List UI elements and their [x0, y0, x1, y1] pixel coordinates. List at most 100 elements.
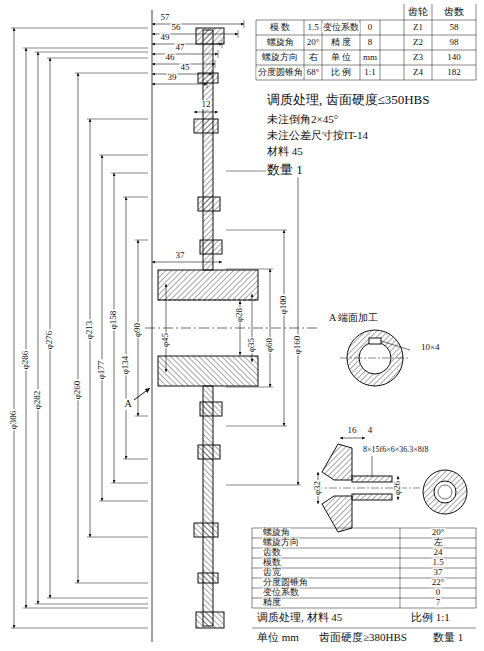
dimension-label: 46	[165, 53, 176, 62]
extension-line	[304, 20, 305, 80]
dimension-label: φ134	[121, 355, 130, 376]
dimension-label: φ286	[21, 350, 30, 371]
dimension-label: 37	[175, 251, 186, 260]
dimension-label: 57	[160, 13, 171, 22]
table-cell: 左	[433, 538, 444, 547]
dimension-line	[38, 52, 39, 604]
extension-line	[256, 20, 476, 21]
extension-line	[252, 628, 476, 629]
dimension-label: φ213	[85, 320, 94, 341]
table-cell: 1:1	[363, 68, 377, 77]
center-line	[145, 328, 320, 329]
section-arrow	[134, 388, 150, 400]
dimension-label: φ45	[161, 332, 170, 348]
table-cell: 98	[449, 38, 460, 47]
extension-line	[404, 4, 405, 20]
table-cell: 8	[367, 38, 374, 47]
note-text: 齿面硬度≥380HBS	[318, 632, 408, 644]
dimension-line	[26, 48, 27, 608]
extension-line	[226, 426, 287, 427]
dimension-label: 16	[347, 426, 358, 435]
note-text: 比例 1:1	[410, 612, 451, 624]
table-cell: 齿宽	[262, 568, 282, 577]
table-cell: 螺旋角	[266, 38, 295, 47]
table-cell: 1.5	[306, 23, 319, 32]
extension-line	[226, 485, 301, 486]
table-cell: 模数	[262, 558, 282, 567]
extension-line	[87, 119, 148, 120]
table-cell: 变位系数	[262, 588, 300, 597]
extension-line	[75, 583, 148, 584]
dimension-line	[166, 284, 167, 372]
dimension-line	[78, 73, 79, 583]
dimension-line	[152, 44, 222, 45]
extension-line	[87, 537, 148, 538]
extension-line	[35, 604, 148, 605]
dimension-label: 12	[201, 100, 212, 109]
extension-line	[226, 269, 273, 270]
table-cell: 24	[433, 548, 444, 557]
table-cell: 182	[446, 68, 462, 77]
note-text: A 端面加工	[328, 313, 379, 324]
table-cell: 20°	[431, 528, 446, 537]
dimension-line	[50, 58, 51, 598]
dimension-label: φ282	[33, 390, 42, 411]
table-cell: Z3	[412, 53, 424, 62]
extension-line	[135, 240, 148, 241]
table-cell: 螺旋角	[262, 528, 291, 537]
table-cell: 58	[449, 23, 460, 32]
dimension-label: 4	[367, 426, 374, 435]
extension-line	[252, 608, 476, 609]
extension-line	[123, 197, 148, 198]
dimension-line	[152, 54, 218, 55]
note-text: 单位 mm	[256, 632, 300, 644]
extension-line	[47, 58, 148, 59]
dimension-label: φ90	[133, 322, 142, 338]
extension-line	[244, 20, 245, 28]
dimension-label: 10×4	[420, 343, 441, 352]
note-text: 材料 45	[266, 146, 304, 158]
table-cell: 22°	[431, 578, 446, 587]
dimension-line	[270, 269, 271, 387]
table-cell: mm	[362, 53, 378, 62]
extension-line	[256, 65, 476, 66]
extension-line	[476, 4, 477, 20]
extension-line	[11, 28, 148, 29]
dimension-line	[152, 84, 207, 85]
table-cell: 1.5	[431, 558, 444, 567]
dimension-label: φ276	[45, 330, 54, 351]
extension-line	[207, 80, 208, 88]
dimension-line	[102, 155, 103, 501]
note-text: 未注倒角2×45°	[266, 114, 339, 126]
dimension-label: φ177	[97, 360, 106, 381]
extension-line	[252, 528, 253, 608]
dimension-label: φ26	[393, 480, 402, 496]
table-cell: 7	[435, 598, 442, 607]
dimension-label: φ28	[235, 307, 244, 323]
bore-line	[158, 300, 258, 301]
table-cell: 68°	[306, 68, 321, 77]
pinion-section	[315, 438, 467, 532]
note-text: 调质处理, 齿面硬度≤350HBS	[266, 93, 430, 107]
extension-line	[226, 387, 273, 388]
dimension-label: φ160	[293, 335, 302, 356]
table-cell: 比 例	[330, 68, 352, 77]
dimension-label: A	[123, 399, 132, 410]
table-cell: Z1	[412, 23, 424, 32]
dimension-line	[298, 171, 299, 485]
table-cell: 单 位	[330, 53, 352, 62]
dimension-label: φ158	[109, 310, 118, 331]
extension-line	[476, 20, 477, 80]
table-cell: Z2	[412, 38, 424, 47]
extension-line	[135, 416, 148, 417]
dimension-line	[152, 262, 222, 263]
extension-line	[11, 628, 148, 629]
dimension-label: φ35	[247, 337, 256, 353]
table-cell: 分度圆锥角	[262, 578, 309, 587]
table-cell: Z4	[412, 68, 424, 77]
dimension-line	[152, 24, 244, 25]
extension-line	[400, 528, 401, 608]
note-text: 数量 1	[266, 163, 304, 177]
dimension-label: 45	[180, 63, 191, 72]
